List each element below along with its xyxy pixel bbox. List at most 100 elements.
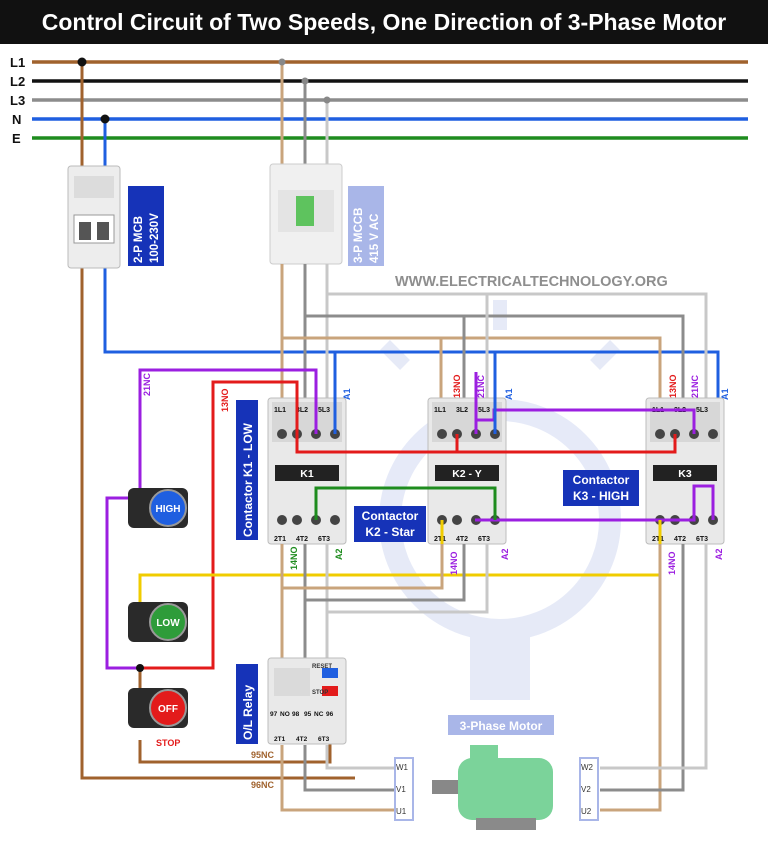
svg-text:14NO: 14NO — [449, 551, 459, 575]
svg-text:3L2: 3L2 — [296, 407, 308, 414]
svg-text:4T2: 4T2 — [456, 536, 468, 543]
svg-text:5L3: 5L3 — [478, 407, 490, 414]
svg-text:LOW: LOW — [156, 618, 180, 629]
stop-label: STOP — [156, 738, 180, 748]
svg-text:A1: A1 — [720, 388, 730, 400]
label-l1: L1 — [10, 55, 25, 70]
contactor-k3: K3 1L1 3L2 5L3 2T1 4T2 6T3 — [645, 397, 725, 545]
label-n: N — [12, 112, 21, 127]
svg-text:97: 97 — [270, 711, 278, 718]
svg-text:3-Phase Motor: 3-Phase Motor — [460, 719, 543, 733]
svg-text:6T3: 6T3 — [318, 736, 330, 743]
svg-text:100-230V: 100-230V — [149, 213, 161, 263]
label-e: E — [12, 131, 21, 146]
svg-text:14NO: 14NO — [289, 546, 299, 570]
svg-text:STOP: STOP — [312, 690, 328, 696]
svg-text:2T1: 2T1 — [652, 536, 664, 543]
contactor-k1: K1 1L1 3L2 5L3 2T1 4T2 6T3 — [267, 397, 347, 545]
motor-label: 3-Phase Motor — [448, 715, 554, 735]
svg-text:95NC: 95NC — [251, 750, 275, 760]
svg-text:K2 - Star: K2 - Star — [365, 525, 415, 539]
svg-text:A2: A2 — [714, 548, 724, 560]
svg-text:1L1: 1L1 — [434, 407, 446, 414]
power-distribution — [280, 264, 708, 400]
motor — [432, 745, 553, 830]
motor-power-wiring — [280, 544, 708, 812]
olr-label: O/L Relay — [236, 664, 258, 744]
svg-text:HIGH: HIGH — [156, 504, 181, 515]
svg-text:6T3: 6T3 — [318, 536, 330, 543]
contactor-k2-label: Contactor K2 - Star — [354, 506, 426, 542]
svg-text:A2: A2 — [334, 548, 344, 560]
svg-text:2T1: 2T1 — [274, 736, 286, 743]
svg-text:13NO: 13NO — [668, 374, 678, 398]
svg-text:W2: W2 — [581, 763, 594, 772]
svg-text:6T3: 6T3 — [478, 536, 490, 543]
svg-text:21NC: 21NC — [142, 372, 152, 396]
svg-text:K3 - HIGH: K3 - HIGH — [573, 489, 629, 503]
contactor-k1-label: Contactor K1 - LOW — [236, 400, 258, 540]
svg-text:W1: W1 — [396, 763, 409, 772]
mccb-wiring — [278, 58, 331, 166]
svg-text:A1: A1 — [342, 388, 352, 400]
svg-text:Contactor K1 - LOW: Contactor K1 - LOW — [241, 422, 255, 537]
overload-relay: RESET STOP 97 NO 98 95 NC 96 2T1 4T2 6T3 — [267, 657, 347, 745]
wire-labels: 21NC 13NO 13NO 21NC 13NO 21NC A1 A1 A1 1… — [142, 372, 730, 790]
svg-text:NO: NO — [280, 711, 290, 718]
diagram-title: Control Circuit of Two Speeds, One Direc… — [0, 0, 768, 44]
svg-text:U1: U1 — [396, 807, 407, 816]
svg-text:RESET: RESET — [312, 664, 332, 670]
svg-text:V1: V1 — [396, 785, 406, 794]
svg-text:3-P MCCB: 3-P MCCB — [353, 208, 365, 263]
svg-text:21NC: 21NC — [476, 374, 486, 398]
button-off[interactable]: OFF — [128, 688, 188, 728]
svg-text:4T2: 4T2 — [296, 536, 308, 543]
label-l3: L3 — [10, 93, 25, 108]
mcb-2p — [67, 165, 121, 269]
label-l2: L2 — [10, 74, 25, 89]
svg-text:2T1: 2T1 — [274, 536, 286, 543]
line-labels: L1 L2 L3 N E — [10, 55, 25, 146]
svg-text:2T1: 2T1 — [434, 536, 446, 543]
svg-text:14NO: 14NO — [667, 551, 677, 575]
mcb-label: 2-P MCB 100-230V — [128, 186, 164, 266]
svg-text:O/L Relay: O/L Relay — [241, 685, 255, 740]
mcb-wiring — [77, 57, 720, 780]
svg-text:OFF: OFF — [158, 704, 178, 715]
contactor-k2: K2 - Y 1L1 3L2 5L3 2T1 4T2 6T3 — [427, 397, 507, 545]
button-high[interactable]: HIGH — [128, 488, 188, 528]
svg-text:3L2: 3L2 — [456, 407, 468, 414]
svg-text:95: 95 — [304, 711, 312, 718]
svg-text:Contactor: Contactor — [362, 509, 419, 523]
svg-text:K3: K3 — [678, 468, 692, 480]
svg-text:1L1: 1L1 — [274, 407, 286, 414]
svg-text:V2: V2 — [581, 785, 591, 794]
svg-text:6T3: 6T3 — [696, 536, 708, 543]
svg-text:96: 96 — [326, 711, 334, 718]
svg-text:2-P MCB: 2-P MCB — [133, 216, 145, 263]
svg-text:5L3: 5L3 — [696, 407, 708, 414]
mccb-3p — [269, 163, 343, 265]
svg-text:13NO: 13NO — [220, 388, 230, 412]
svg-text:Contactor: Contactor — [573, 473, 630, 487]
svg-text:A2: A2 — [500, 548, 510, 560]
mccb-label: 3-P MCCB 415 V AC — [348, 186, 384, 266]
svg-text:A1: A1 — [504, 388, 514, 400]
svg-text:4T2: 4T2 — [296, 736, 308, 743]
button-low[interactable]: LOW — [128, 602, 188, 642]
svg-text:U2: U2 — [581, 807, 592, 816]
svg-text:415 V AC: 415 V AC — [369, 214, 381, 263]
supply-lines — [32, 60, 748, 140]
svg-text:13NO: 13NO — [452, 374, 462, 398]
website-text: WWW.ELECTRICALTECHNOLOGY.ORG — [395, 274, 668, 290]
contactor-k3-label: Contactor K3 - HIGH — [563, 470, 639, 506]
svg-text:5L3: 5L3 — [318, 407, 330, 414]
svg-text:96NC: 96NC — [251, 780, 275, 790]
motor-terminals-left: W1 V1 U1 — [394, 757, 414, 821]
svg-text:K2 - Y: K2 - Y — [452, 468, 482, 480]
svg-text:98: 98 — [292, 711, 300, 718]
svg-text:21NC: 21NC — [690, 374, 700, 398]
motor-terminals-right: W2 V2 U2 — [579, 757, 599, 821]
